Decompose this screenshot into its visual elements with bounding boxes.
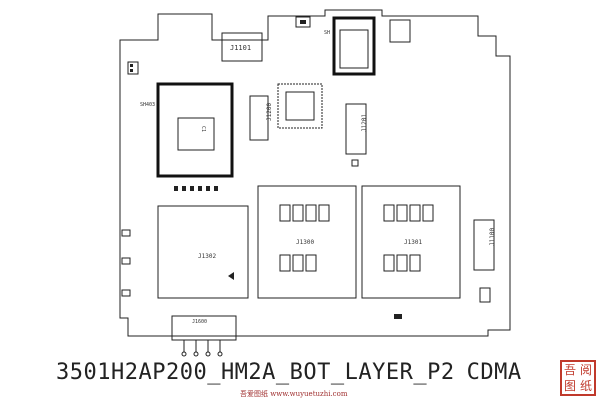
j1600-label: J1600 [192,319,207,325]
j1201-connector [345,103,367,155]
top-small-component [295,16,311,28]
j1100-label: J1100 [489,228,496,246]
j1301-contacts [383,204,434,272]
j1600-connector [171,315,237,341]
j1301-slot [361,185,461,299]
sh-shield [332,16,376,76]
j1200-label: J1200 [266,103,273,121]
j1100-connector [473,219,495,271]
j1200-connector [249,95,269,141]
seal-stamp: 吾 阅 图 纸 [560,360,596,396]
sh403-shield [156,82,234,178]
sh-label: SH [324,30,330,36]
j1300-contacts [279,204,330,272]
c1-label: C1 [200,126,206,132]
seal-char-1: 吾 [563,363,576,377]
j1201-label: J1201 [361,114,368,132]
top-left-pad-group [127,61,139,75]
sh403-label: SH403 [140,102,155,108]
seal-char-2: 阅 [579,363,592,377]
footer-site: 吾爱图纸 www.wuyuetuzhi.com [240,390,348,398]
board-outline [119,9,511,337]
j1301-label: J1301 [404,239,422,246]
j1101-label: J1101 [230,44,251,52]
seal-char-3: 图 [563,379,576,393]
layout-caption: 3501H2AP200_HM2A_BOT_LAYER_P2 CDMA [56,360,522,385]
j1302-label: J1302 [198,253,216,260]
j1300-slot [257,185,357,299]
seal-char-4: 纸 [579,379,592,393]
j1302-connector [157,205,249,299]
network-label: CDMA [466,360,522,385]
center-chip [277,83,323,129]
j1600-pins [181,340,223,357]
layout-name: 3501H2AP200_HM2A_BOT_LAYER_P2 [56,360,455,385]
j1300-label: J1300 [296,239,314,246]
j1101-connector [221,32,263,62]
